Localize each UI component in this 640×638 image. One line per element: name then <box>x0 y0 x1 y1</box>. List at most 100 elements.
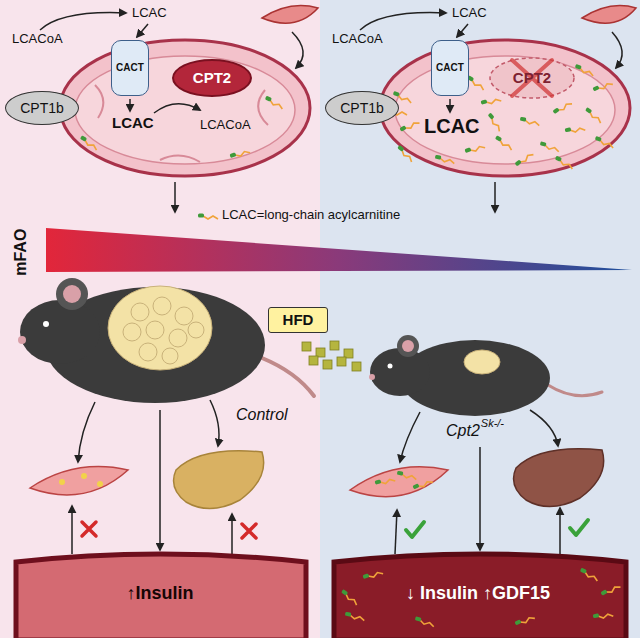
acylcarnitine <box>396 145 415 162</box>
background <box>320 0 640 638</box>
arrow <box>78 402 95 462</box>
lean-mouse <box>369 374 375 380</box>
acylcarnitine <box>494 135 514 150</box>
acylcarnitine <box>574 64 595 76</box>
blood-vessel <box>345 612 366 621</box>
acylcarnitine <box>565 125 586 134</box>
arrow <box>479 447 481 550</box>
blocked-mark <box>82 522 96 536</box>
acylcarnitine <box>481 96 502 106</box>
arrow <box>40 13 126 30</box>
blocked-mark <box>82 522 256 538</box>
blood-vessel <box>362 569 383 581</box>
obese-mouse <box>188 322 204 338</box>
node-text: ↓ Insulin ↑GDF15 <box>406 583 550 604</box>
acylcarnitine <box>466 75 486 90</box>
liver <box>174 451 264 509</box>
obese-mouse <box>108 286 212 370</box>
obese-mouse <box>262 358 314 396</box>
node-text: CPT1b <box>20 100 64 116</box>
liver <box>174 449 604 509</box>
metabolite-label: LCACoA <box>12 32 63 47</box>
arrow <box>494 182 496 212</box>
lean-mouse <box>548 385 602 396</box>
mitochondrion <box>60 40 310 176</box>
metabolite-label: LCAC <box>132 6 167 21</box>
deleted-cpt2 <box>490 58 574 98</box>
arrow <box>400 412 420 462</box>
mitochondrion <box>60 40 310 176</box>
obese-mouse <box>43 321 49 327</box>
muscle-cell <box>582 6 636 24</box>
acylcarnitine <box>552 99 572 115</box>
acylcarnitine <box>594 136 615 148</box>
acylcarnitine <box>520 117 541 126</box>
arrow <box>612 32 622 68</box>
obese-mouse <box>18 336 26 344</box>
obese-mouse <box>56 278 88 310</box>
acylcarnitine <box>79 96 284 160</box>
arrow <box>129 99 131 111</box>
metabolite-label: LCAC <box>452 6 487 21</box>
cpt2-enzyme: CPT2 <box>172 59 252 97</box>
mitochondrion <box>75 56 295 164</box>
metabolite-label: LCAC <box>112 114 154 131</box>
cpt1b-enzyme: CPT1b <box>5 91 78 125</box>
axis-label: mFAO <box>13 228 31 275</box>
deleted-cpt2 <box>512 60 552 96</box>
lean-mouse <box>388 364 393 369</box>
arrow <box>530 410 558 446</box>
arrow <box>360 13 446 30</box>
arrow <box>457 24 468 37</box>
acylcarnitine <box>592 79 612 92</box>
node-text: CACT <box>116 62 144 74</box>
arrow <box>231 514 233 554</box>
node-text: CPT2 <box>193 69 231 86</box>
muscle-fiber <box>375 476 396 486</box>
acylcarnitine <box>554 156 574 169</box>
blood-vessel <box>414 616 435 626</box>
fao-gradient <box>46 228 632 272</box>
deleted-cpt2 <box>490 58 574 98</box>
lean-mouse <box>369 335 602 416</box>
muscle-fiber <box>97 481 103 487</box>
blood-vessel <box>600 582 620 597</box>
acylcarnitine <box>584 107 604 123</box>
arrow <box>174 182 176 212</box>
obese-mouse <box>18 278 314 403</box>
metabolite-label: LCACoA <box>200 118 251 133</box>
obese-mouse <box>153 297 171 315</box>
mitochondrion <box>95 85 268 162</box>
group-label: Control <box>236 406 288 424</box>
blood-vessel <box>16 554 626 638</box>
muscle-fiber <box>412 477 432 490</box>
food-pellets <box>330 341 339 350</box>
acylcarnitine <box>435 155 456 164</box>
acylcarnitine <box>486 113 503 132</box>
blocked-mark <box>242 524 256 538</box>
mitochondrion <box>380 40 630 176</box>
food-pellets <box>309 356 318 365</box>
obese-mouse <box>123 323 141 341</box>
muscle-fiber <box>350 467 448 497</box>
food-pellets <box>302 342 311 351</box>
food-pellets <box>323 360 332 369</box>
check-mark <box>570 520 588 535</box>
obese-mouse <box>162 348 178 364</box>
obese-mouse <box>169 329 187 347</box>
acylcarnitine <box>539 141 560 151</box>
metabolite-label: LCACoA <box>332 32 383 47</box>
blood-vessel <box>16 554 306 638</box>
blood-vessel: ↑Insulin <box>122 580 199 607</box>
muscle-fiber <box>397 471 418 480</box>
obese-mouse <box>131 303 149 321</box>
muscle-cell <box>262 6 636 24</box>
food-pellets <box>302 341 361 371</box>
blood-vessel <box>579 568 599 581</box>
blood-vessel <box>340 589 360 605</box>
arrow <box>210 400 219 446</box>
arrow <box>395 510 397 554</box>
blood-vessel <box>514 613 534 626</box>
arrow <box>137 24 148 37</box>
